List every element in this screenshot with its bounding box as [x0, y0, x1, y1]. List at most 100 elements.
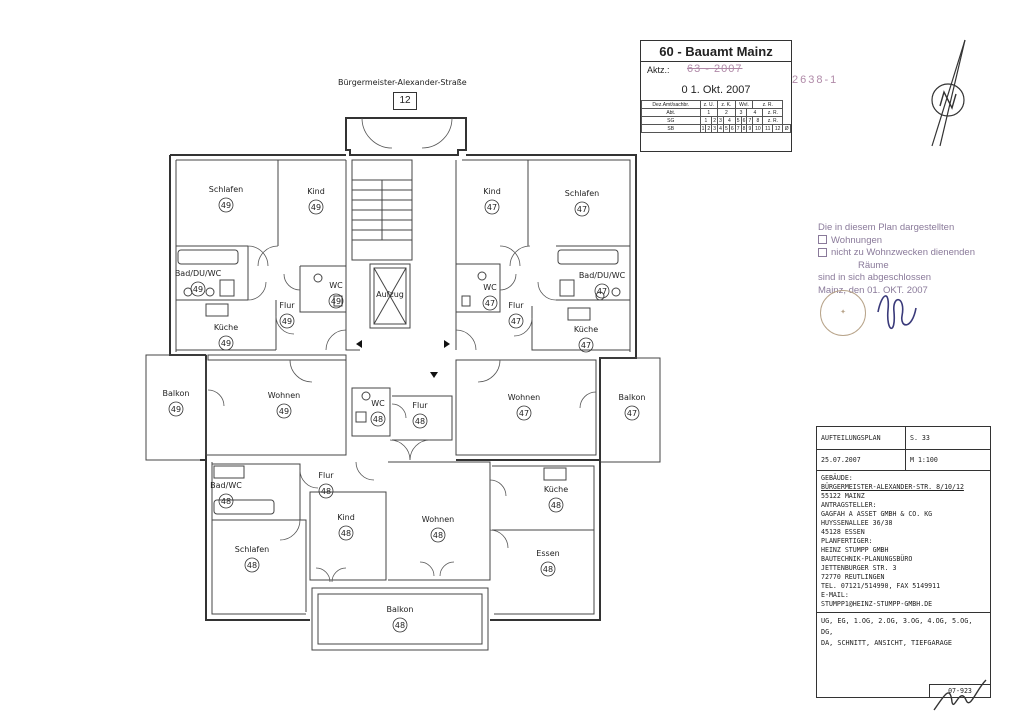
- room-number-circle: [318, 483, 334, 499]
- room-number: 48: [415, 417, 425, 426]
- room-label: Flur: [508, 301, 524, 310]
- room-label: Essen: [536, 549, 559, 558]
- room-number-circle: [574, 201, 590, 217]
- permit-opt2: nicht zu Wohnzwecken dienenden: [831, 247, 976, 258]
- stamp-cell: 1: [699, 108, 719, 117]
- street-name: Bürgermeister-Alexander-Straße: [338, 78, 467, 87]
- room-number-circle: [548, 497, 564, 513]
- room-number: 47: [511, 317, 521, 326]
- room-number-circle: [594, 283, 610, 299]
- room-label: Wohnen: [268, 391, 300, 400]
- room-number-circle: [328, 293, 344, 309]
- room-label: Flur: [318, 471, 334, 480]
- plan-scale: M 1:100: [905, 450, 942, 470]
- room-number: 48: [321, 487, 331, 496]
- room-label: Kind: [307, 187, 325, 196]
- room-number: 49: [193, 285, 203, 294]
- permit-line4: Mainz, den 01. OKT. 2007: [818, 284, 928, 296]
- room-label: Bad/DU/WC: [175, 269, 222, 278]
- room-number-circle: [430, 527, 446, 543]
- room-flur-48: Flur 48: [412, 401, 428, 429]
- stamp-cell: Ø: [782, 124, 791, 133]
- room-number: 47: [577, 205, 587, 214]
- stamp-cell: z. U.: [699, 100, 719, 109]
- room-bad-du-wc-49: Bad/DU/WC 49: [175, 269, 222, 297]
- room-number-circle: [190, 281, 206, 297]
- stamp-cell: Abt.: [641, 108, 701, 117]
- antrag-line1: GAGFAH A ASSET GMBH & CO. KG: [821, 510, 933, 518]
- bauamt-stamp: 60 - Bauamt Mainz Aktz.: 63 - 2007 0 1. …: [640, 40, 792, 152]
- room-number: 48: [395, 621, 405, 630]
- antrag-line3: 45128 ESSEN: [821, 528, 865, 536]
- stamp-cell: z. K.: [717, 100, 736, 109]
- stamp-cell: 11: [762, 124, 774, 133]
- room-label: Kind: [337, 513, 355, 522]
- pf-line3: JETTENBURGER STR. 3: [821, 564, 897, 572]
- pf-line5: TEL. 07121/514990, FAX 5149911: [821, 582, 941, 590]
- room-number: 47: [597, 287, 607, 296]
- doors: [207, 117, 597, 583]
- stamp-cell: z. R.: [762, 116, 784, 125]
- permit-line3: sind in sich abgeschlossen: [818, 272, 932, 283]
- room-number: 47: [581, 341, 591, 350]
- antrag-line2: HUYSSENALLEE 36/38: [821, 519, 893, 527]
- pf-line1: HEINZ STUMPP GMBH: [821, 546, 889, 554]
- plan-type: AUFTEILUNGSPLAN: [821, 434, 881, 442]
- stamp-title: 60 - Bauamt Mainz: [641, 41, 791, 62]
- sheet-ref: S. 33: [905, 427, 934, 449]
- permit-raeume: Räume: [858, 259, 889, 271]
- title-block: AUFTEILUNGSPLAN S. 33 25.07.2007 M 1:100…: [816, 426, 991, 698]
- room-number-circle: [624, 405, 640, 421]
- room-label: WC: [483, 283, 497, 292]
- room-number: 49: [279, 407, 289, 416]
- gebaeude-block: GEBÄUDE: BÜRGERMEISTER-ALEXANDER-STR. 8/…: [817, 471, 990, 612]
- room-number-circle: [392, 617, 408, 633]
- pf-line4: 72770 REUTLINGEN: [821, 573, 885, 581]
- room-number-circle: [168, 401, 184, 417]
- room-label: Schlafen: [235, 545, 269, 554]
- room-number: 49: [221, 201, 231, 210]
- room-label: Bad/WC: [210, 481, 242, 490]
- stamp-cell: 2: [717, 108, 736, 117]
- stamp-aktz-label: Aktz.:: [647, 65, 670, 75]
- room-label: Bad/DU/WC: [579, 271, 626, 280]
- room-number: 48: [341, 529, 351, 538]
- room-label: Flur: [412, 401, 428, 410]
- sheet-list-line2: DA, SCHNITT, ANSICHT, TIEFGARAGE: [821, 639, 952, 647]
- pf-line2: BAUTECHNIK-PLANUNGSBÜRO: [821, 555, 913, 563]
- permit-note: Die in diesem Plan dargestellten Wohnung…: [818, 222, 1018, 297]
- fixtures: [177, 249, 621, 515]
- room-bad-wc-48: Bad/WC 48: [210, 481, 242, 509]
- room-number: 49: [311, 203, 321, 212]
- stair-arrows: [356, 340, 450, 378]
- room-label: Küche: [544, 485, 568, 494]
- room-number-circle: [218, 197, 234, 213]
- stamp-cell: 10: [752, 124, 764, 133]
- room-number: 49: [331, 297, 341, 306]
- pf-line7: STUMPP1@HEINZ-STUMPP-GMBH.DE: [821, 600, 933, 608]
- room-number: 47: [487, 203, 497, 212]
- room-label: Küche: [574, 325, 598, 334]
- room-number: 48: [433, 531, 443, 540]
- antrag-label: ANTRAGSTELLER:: [821, 501, 877, 509]
- room-number: 49: [171, 405, 181, 414]
- gebaeude-line1: BÜRGERMEISTER-ALEXANDER-STR. 8/10/12: [821, 483, 964, 491]
- stamp-aktz-suffix: 2638-1: [792, 74, 839, 86]
- walls: [145, 117, 661, 651]
- room-number-circle: [482, 295, 498, 311]
- room-number: 48: [221, 497, 231, 506]
- room-label: WC: [371, 399, 385, 408]
- room-number: 47: [485, 299, 495, 308]
- room-number-circle: [370, 411, 386, 427]
- room-number-circle: [516, 405, 532, 421]
- room-number: 49: [282, 317, 292, 326]
- signature-icon: [877, 295, 917, 330]
- room-number-circle: [484, 199, 500, 215]
